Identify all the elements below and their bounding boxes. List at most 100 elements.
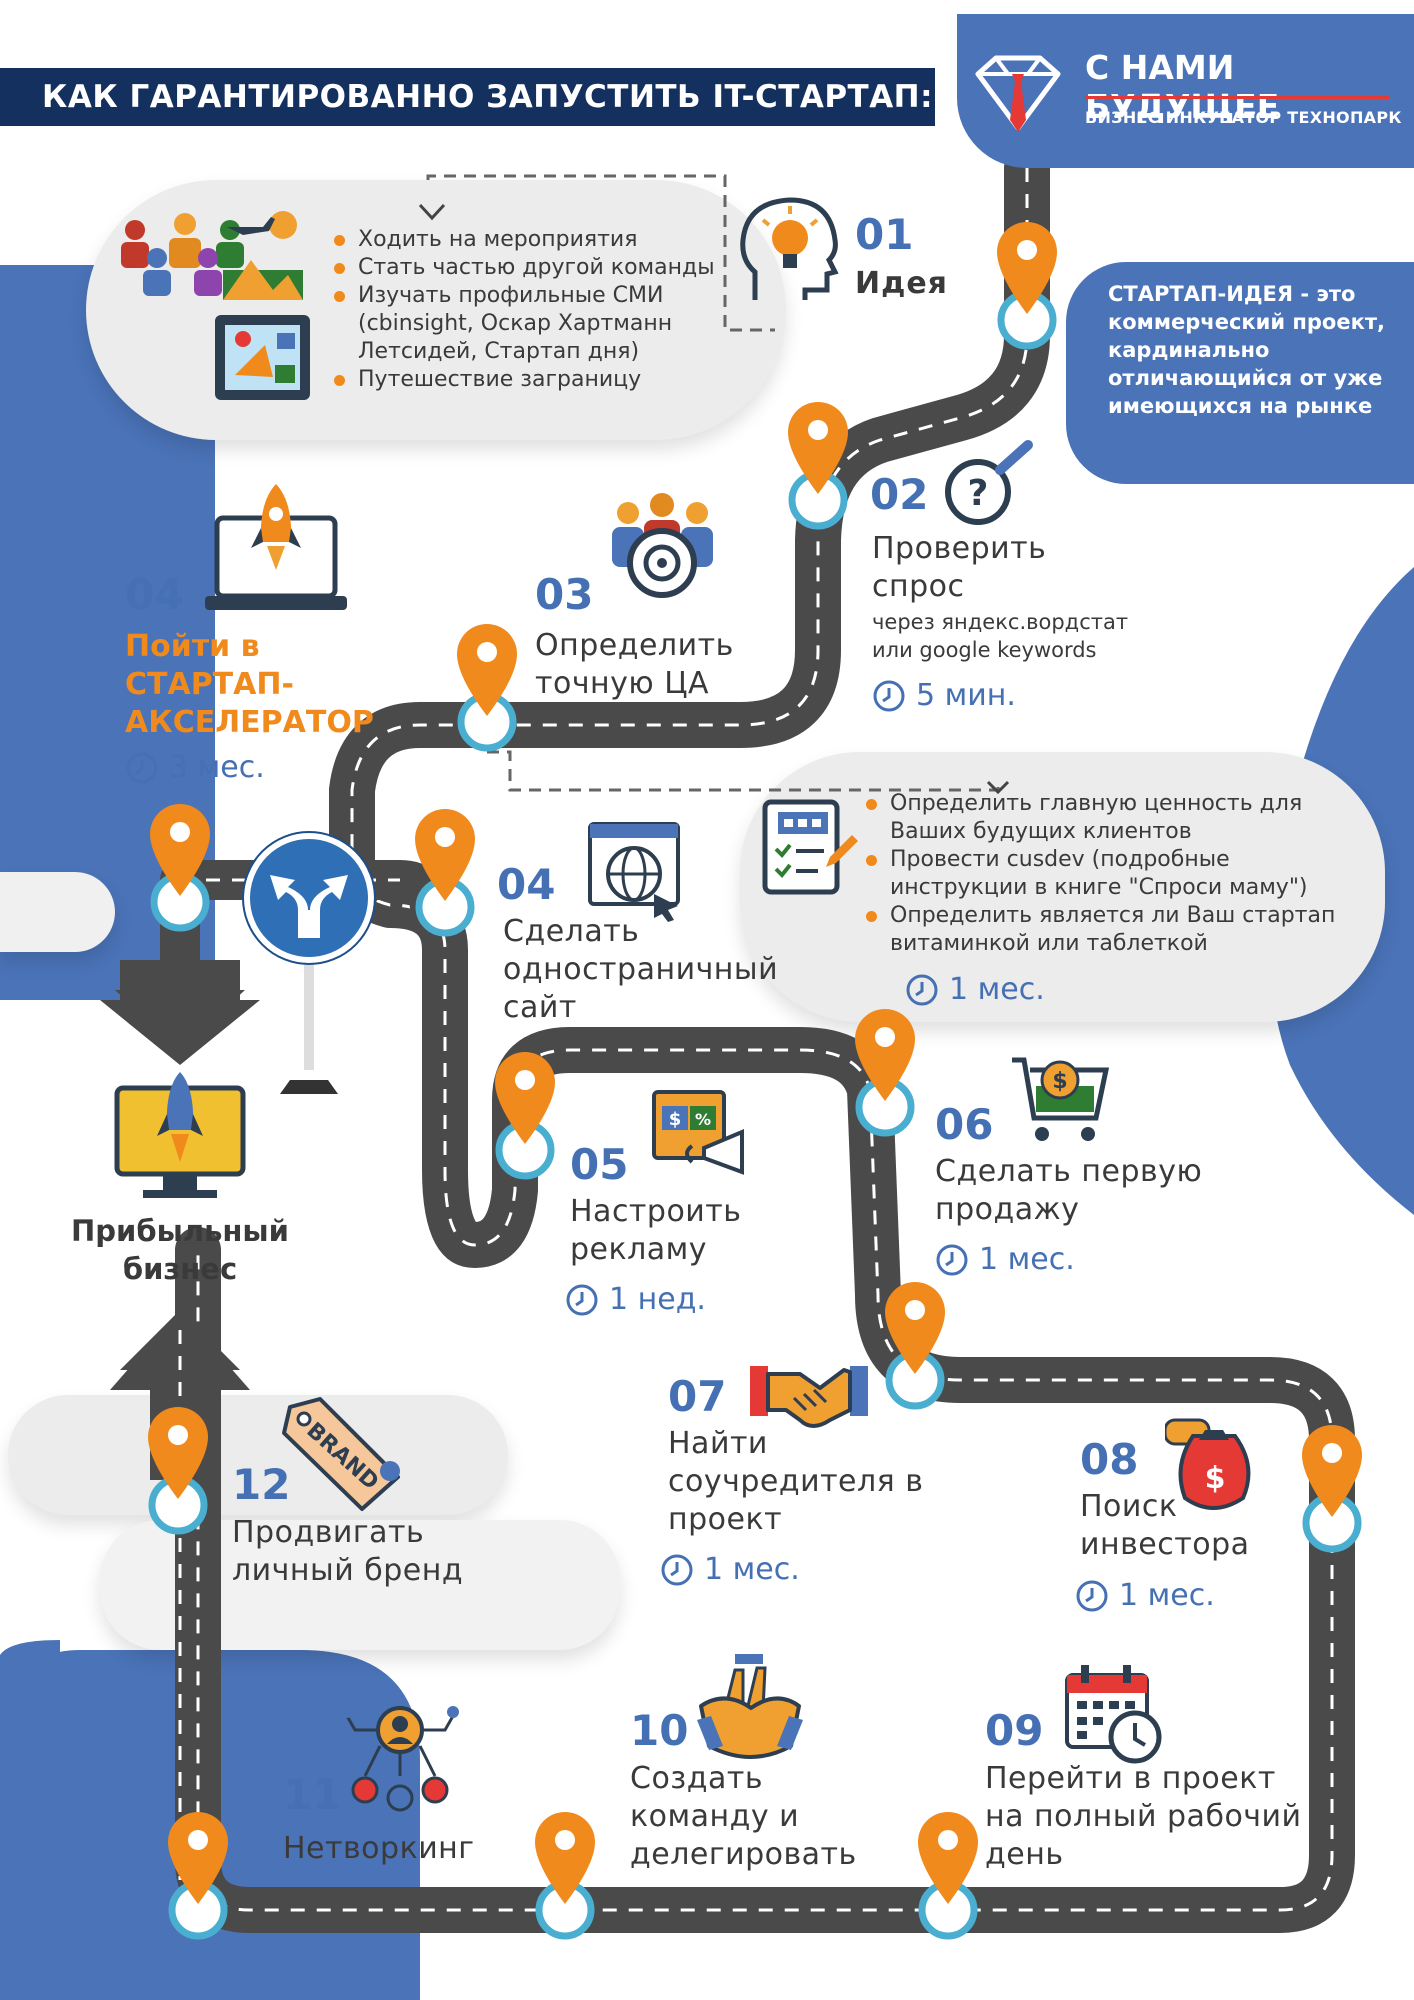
location-pin-icon [918,1812,978,1940]
team-hands-icon [697,1654,803,1759]
audience-tips-panel [740,752,1385,1022]
audience-duration: 1 мес. [905,972,1045,1007]
step-06-duration: 1 мес. [935,1242,1075,1277]
location-pin-icon [168,1812,228,1940]
audience-tips: Определить главную ценность для Ваших бу… [862,790,1372,958]
step-08-title: Поиск инвестора [1080,1489,1250,1562]
travel-plane-icon [223,211,303,300]
idea-tips-panel [86,180,786,440]
clock-icon [906,974,938,1005]
diamond-tie-logo-icon [975,55,1061,132]
audience-tip: Определить главную ценность для Ваших бу… [862,790,1372,846]
goal-label: Прибыльный бизнес [71,1214,289,1286]
clock-icon [126,752,158,783]
brand-panel-back [8,1395,508,1515]
magnifier-question-icon: ? [945,440,1033,525]
location-pin-icon [855,1009,915,1137]
idea-tips-icons [121,211,310,400]
step-07-duration: 1 мес. [660,1552,800,1587]
clock-icon [1076,1580,1108,1611]
step-10-title: Создать команду и делегировать [630,1761,857,1872]
svg-text:$: $ [1205,1461,1226,1496]
clock-icon [873,680,905,711]
svg-text:%: % [695,1110,711,1129]
location-pin-icon [495,1052,555,1180]
website-globe-icon [588,822,680,922]
duration-text: 5 мин. [916,678,1016,713]
step-08-duration: 1 мес. [1075,1578,1215,1613]
step-09-title: Перейти в проект на полный рабочий день [985,1761,1302,1872]
audience-tip: Определить является ли Ваш стартап витам… [862,902,1372,958]
location-pin-icon [1302,1425,1362,1553]
step-06-title: Сделать первую продажу [935,1154,1203,1227]
target-audience-icon [612,493,713,598]
location-pin-icon [997,222,1057,350]
step-08-number: 08 [1080,1435,1139,1484]
idea-tip: Путешествие заграницу [330,366,740,394]
step-04a-number: 04 [125,570,184,619]
audience-tip: Провести cusdev (подробные инструкции в … [862,846,1372,902]
page-title: КАК ГАРАНТИРОВАННО ЗАПУСТИТЬ IT-СТАРТАП: [0,68,935,126]
step-01-title: Идея [855,266,948,301]
step-11-number: 11 [283,1770,342,1819]
duration-text: 1 нед. [609,1282,706,1317]
step-11-title: Нетворкинг [283,1831,475,1866]
step-02-note: через яндекс.вордстат или google keyword… [872,610,1129,662]
logo-title: С НАМИ БУДУЩЕЕ [1085,48,1280,126]
duration-text: 1 мес. [979,1242,1075,1277]
definition-text: СТАРТАП-ИДЕЯ - это коммерческий проект, … [1108,282,1385,418]
step-02-number: 02 [870,470,929,519]
logo-subtitle: БИЗНЕС ИНКУБАТОР ТЕХНОПАРК [1085,108,1402,127]
step-06-number: 06 [935,1100,994,1149]
step-05-title: Настроить рекламу [570,1194,742,1267]
location-pin-icon [148,1407,208,1535]
idea-tip: Стать частью другой команды [330,254,740,282]
step-12-number: 12 [232,1460,291,1509]
duration-text: 1 мес. [949,972,1045,1007]
step-04a-duration: 3 мес. [125,750,265,785]
definition-panel [1066,262,1414,484]
calendar-clock-icon [1065,1665,1162,1764]
step-07-title: Найти соучредителя в проект [668,1426,924,1537]
clock-icon [936,1244,968,1275]
svg-text:?: ? [968,473,989,514]
step-02-duration: 5 мин. [872,678,1016,713]
road-sign-icon [242,831,376,1094]
networking-icon [341,1706,459,1812]
step-03-number: 03 [535,570,594,619]
location-pin-icon [150,804,210,932]
step-12-title: Продвигать личный бренд [232,1515,464,1588]
logo-divider [1085,96,1390,99]
checklist-icon [762,799,858,895]
step-10-number: 10 [630,1706,689,1755]
step-04b-title: Сделать одностраничный сайт [503,914,779,1025]
step-05-number: 05 [570,1140,629,1189]
laptop-rocket-icon [205,484,347,610]
step-01-number: 01 [855,210,914,259]
idea-tips: Ходить на мероприятия Стать частью друго… [330,226,740,394]
step-04a-title: Пойти в СТАРТАП-АКСЕЛЕРАТОР [125,629,374,740]
shopping-cart-dollar-icon: $ [1012,1057,1110,1141]
step-03-title: Определить точную ЦА [535,628,734,701]
clock-icon [566,1284,598,1315]
svg-text:$: $ [669,1109,682,1130]
idea-tip: Изучать профильные СМИ (cbinsight, Оскар… [330,282,740,366]
left-side-tab [0,872,115,952]
media-news-icon [215,315,310,400]
idea-head-lightbulb-icon [740,197,839,300]
monitor-rocket-icon [114,1072,246,1198]
brand-tag-icon: BRAND [282,1397,400,1511]
duration-text: 3 мес. [169,750,265,785]
location-pin-icon [456,623,517,752]
investor-money-bag-icon: $ [1165,1418,1251,1510]
duration-text: 1 мес. [704,1552,800,1587]
step-07-number: 07 [668,1372,727,1421]
step-09-number: 09 [985,1706,1044,1755]
location-pin-icon [535,1812,595,1940]
team-people-icon [121,213,244,296]
step-02-title: Проверить спрос [872,531,1047,604]
step-04b-number: 04 [497,860,556,909]
duration-text: 1 мес. [1119,1578,1215,1613]
